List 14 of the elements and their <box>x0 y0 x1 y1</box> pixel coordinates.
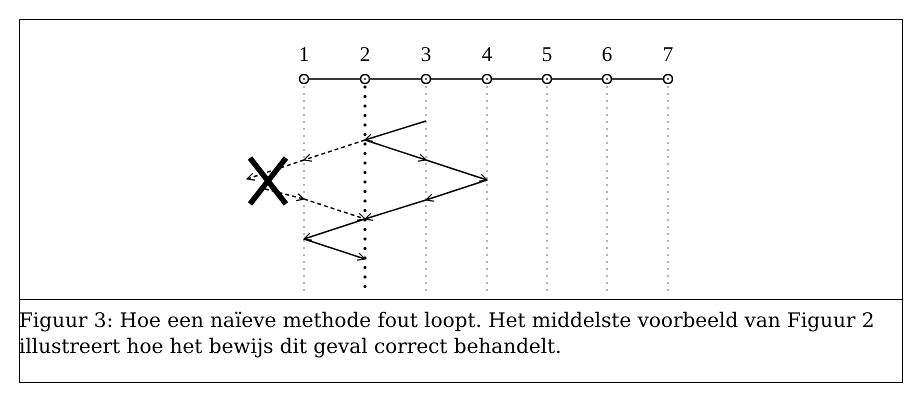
node-number: 2 <box>358 42 372 66</box>
connector-line <box>370 78 422 80</box>
connector-line <box>492 78 542 80</box>
connector-line <box>552 78 602 80</box>
connector-line <box>308 78 360 80</box>
figure-caption: Figuur 3: Hoe een naïeve methode fout loopt. Het middelste voorbeeld van Figuur 2 illustreert hoe het bewijs dit geval correct behandelt. <box>19 307 876 359</box>
node-number: 6 <box>600 42 614 66</box>
node-number: 1 <box>298 42 310 66</box>
node-number: 7 <box>662 42 674 66</box>
node-number: 5 <box>540 42 554 66</box>
connector-line <box>612 78 664 80</box>
connector-line <box>430 78 482 80</box>
node-number: 3 <box>420 42 432 66</box>
node-number: 4 <box>480 42 494 66</box>
